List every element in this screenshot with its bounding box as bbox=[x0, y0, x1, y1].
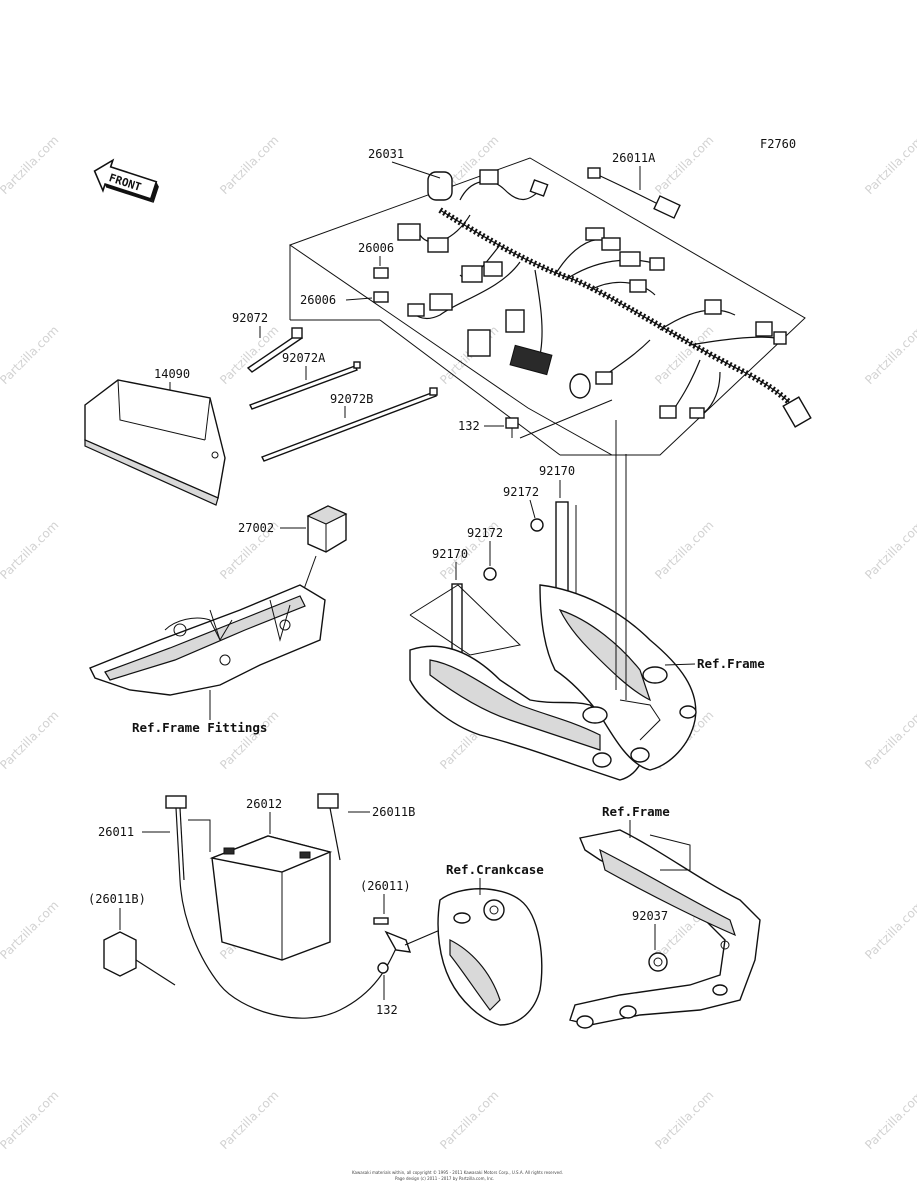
ref-frame-right[interactable]: Ref.Frame bbox=[697, 656, 765, 671]
watermark: Partzilla.com bbox=[862, 323, 917, 387]
ref-frame-lower[interactable]: Ref.Frame bbox=[602, 804, 670, 819]
footer-design: Page design (c) 2011 - 2017 by Partzilla… bbox=[395, 1176, 494, 1181]
watermark: Partzilla.com bbox=[862, 898, 917, 962]
frame-fittings: Ref.Frame Fittings bbox=[89, 584, 326, 735]
ref-crankcase[interactable]: Ref.Crankcase bbox=[446, 862, 544, 877]
watermark: Partzilla.com bbox=[0, 323, 61, 387]
watermark: Partzilla.com bbox=[862, 1088, 917, 1152]
watermark: Partzilla.com bbox=[217, 1088, 281, 1152]
battery-26012[interactable]: 26012 bbox=[188, 797, 333, 961]
front-arrow-icon: FRONT bbox=[93, 158, 159, 203]
footer-copyright: Kawasaki materials within, all copyright… bbox=[352, 1170, 563, 1175]
crankcase: Ref.Crankcase bbox=[437, 862, 544, 1026]
part-number-26006-b[interactable]: 26006 bbox=[300, 293, 336, 307]
lead-26011B[interactable]: 26011B bbox=[317, 793, 415, 861]
watermark: Partzilla.com bbox=[0, 133, 61, 197]
part-number-132-bottom[interactable]: 132 bbox=[376, 1003, 398, 1017]
part-number-26012[interactable]: 26012 bbox=[246, 797, 282, 811]
part-number-92172-a[interactable]: 92172 bbox=[503, 485, 539, 499]
figure-code: F2760 bbox=[760, 137, 796, 151]
part-number-92072B[interactable]: 92072B bbox=[330, 392, 373, 406]
part-number-26011[interactable]: 26011 bbox=[98, 825, 134, 839]
fuse-26006[interactable]: 26006 26006 bbox=[300, 241, 394, 307]
band-92072B[interactable]: 92072B bbox=[261, 387, 438, 462]
watermark: Partzilla.com bbox=[862, 708, 917, 772]
watermark: Partzilla.com bbox=[217, 708, 281, 772]
part-number-92072[interactable]: 92072 bbox=[232, 311, 268, 325]
part-number-132-top[interactable]: 132 bbox=[458, 419, 480, 433]
band-92072[interactable]: 92072 bbox=[232, 311, 304, 373]
band-92072A[interactable]: 92072A bbox=[249, 351, 361, 410]
watermark: Partzilla.com bbox=[217, 133, 281, 197]
part-number-27002[interactable]: 27002 bbox=[238, 521, 274, 535]
watermark: Partzilla.com bbox=[0, 708, 61, 772]
ref-frame-fittings[interactable]: Ref.Frame Fittings bbox=[132, 720, 267, 735]
part-number-14090[interactable]: 14090 bbox=[154, 367, 190, 381]
watermark: Partzilla.com bbox=[0, 898, 61, 962]
relay-27002[interactable]: 27002 bbox=[238, 505, 348, 601]
part-number-26031[interactable]: 26031 bbox=[368, 147, 404, 161]
part-number-92170-a[interactable]: 92170 bbox=[539, 464, 575, 478]
part-number-92037[interactable]: 92037 bbox=[632, 909, 668, 923]
lead-26011-ref[interactable]: (26011) 132 bbox=[360, 879, 441, 1017]
part-number-26006-a[interactable]: 26006 bbox=[358, 241, 394, 255]
watermark: Partzilla.com bbox=[652, 133, 716, 197]
frame-lower: Ref.Frame 92037 bbox=[569, 804, 761, 1029]
watermark: Partzilla.com bbox=[652, 323, 716, 387]
watermark: Partzilla.com bbox=[652, 1088, 716, 1152]
part-number-26011B-paren[interactable]: (26011B) bbox=[88, 892, 146, 906]
main-harness-26031[interactable]: 26031 bbox=[288, 147, 812, 456]
part-number-92172-b[interactable]: 92172 bbox=[467, 526, 503, 540]
watermark: Partzilla.com bbox=[862, 518, 917, 582]
lead-26011[interactable]: 26011 bbox=[98, 795, 401, 1019]
frame-upper: Ref.Frame bbox=[409, 420, 765, 781]
bolt-132-top[interactable]: 132 bbox=[458, 399, 613, 439]
part-number-92170-b[interactable]: 92170 bbox=[432, 547, 468, 561]
part-number-92072A[interactable]: 92072A bbox=[282, 351, 326, 365]
watermark: Partzilla.com bbox=[0, 518, 61, 582]
watermark: Partzilla.com bbox=[0, 1088, 61, 1152]
part-number-26011B[interactable]: 26011B bbox=[372, 805, 415, 819]
lead-26011B-ref[interactable]: (26011B) bbox=[88, 892, 176, 986]
watermark: Partzilla.com bbox=[862, 133, 917, 197]
watermark: Partzilla.com bbox=[652, 518, 716, 582]
part-number-26011A[interactable]: 26011A bbox=[612, 151, 656, 165]
cover-14090[interactable]: 14090 bbox=[84, 367, 226, 506]
part-number-26011-paren[interactable]: (26011) bbox=[360, 879, 411, 893]
lead-26011A[interactable]: 26011A bbox=[587, 151, 681, 219]
watermark: Partzilla.com bbox=[437, 1088, 501, 1152]
